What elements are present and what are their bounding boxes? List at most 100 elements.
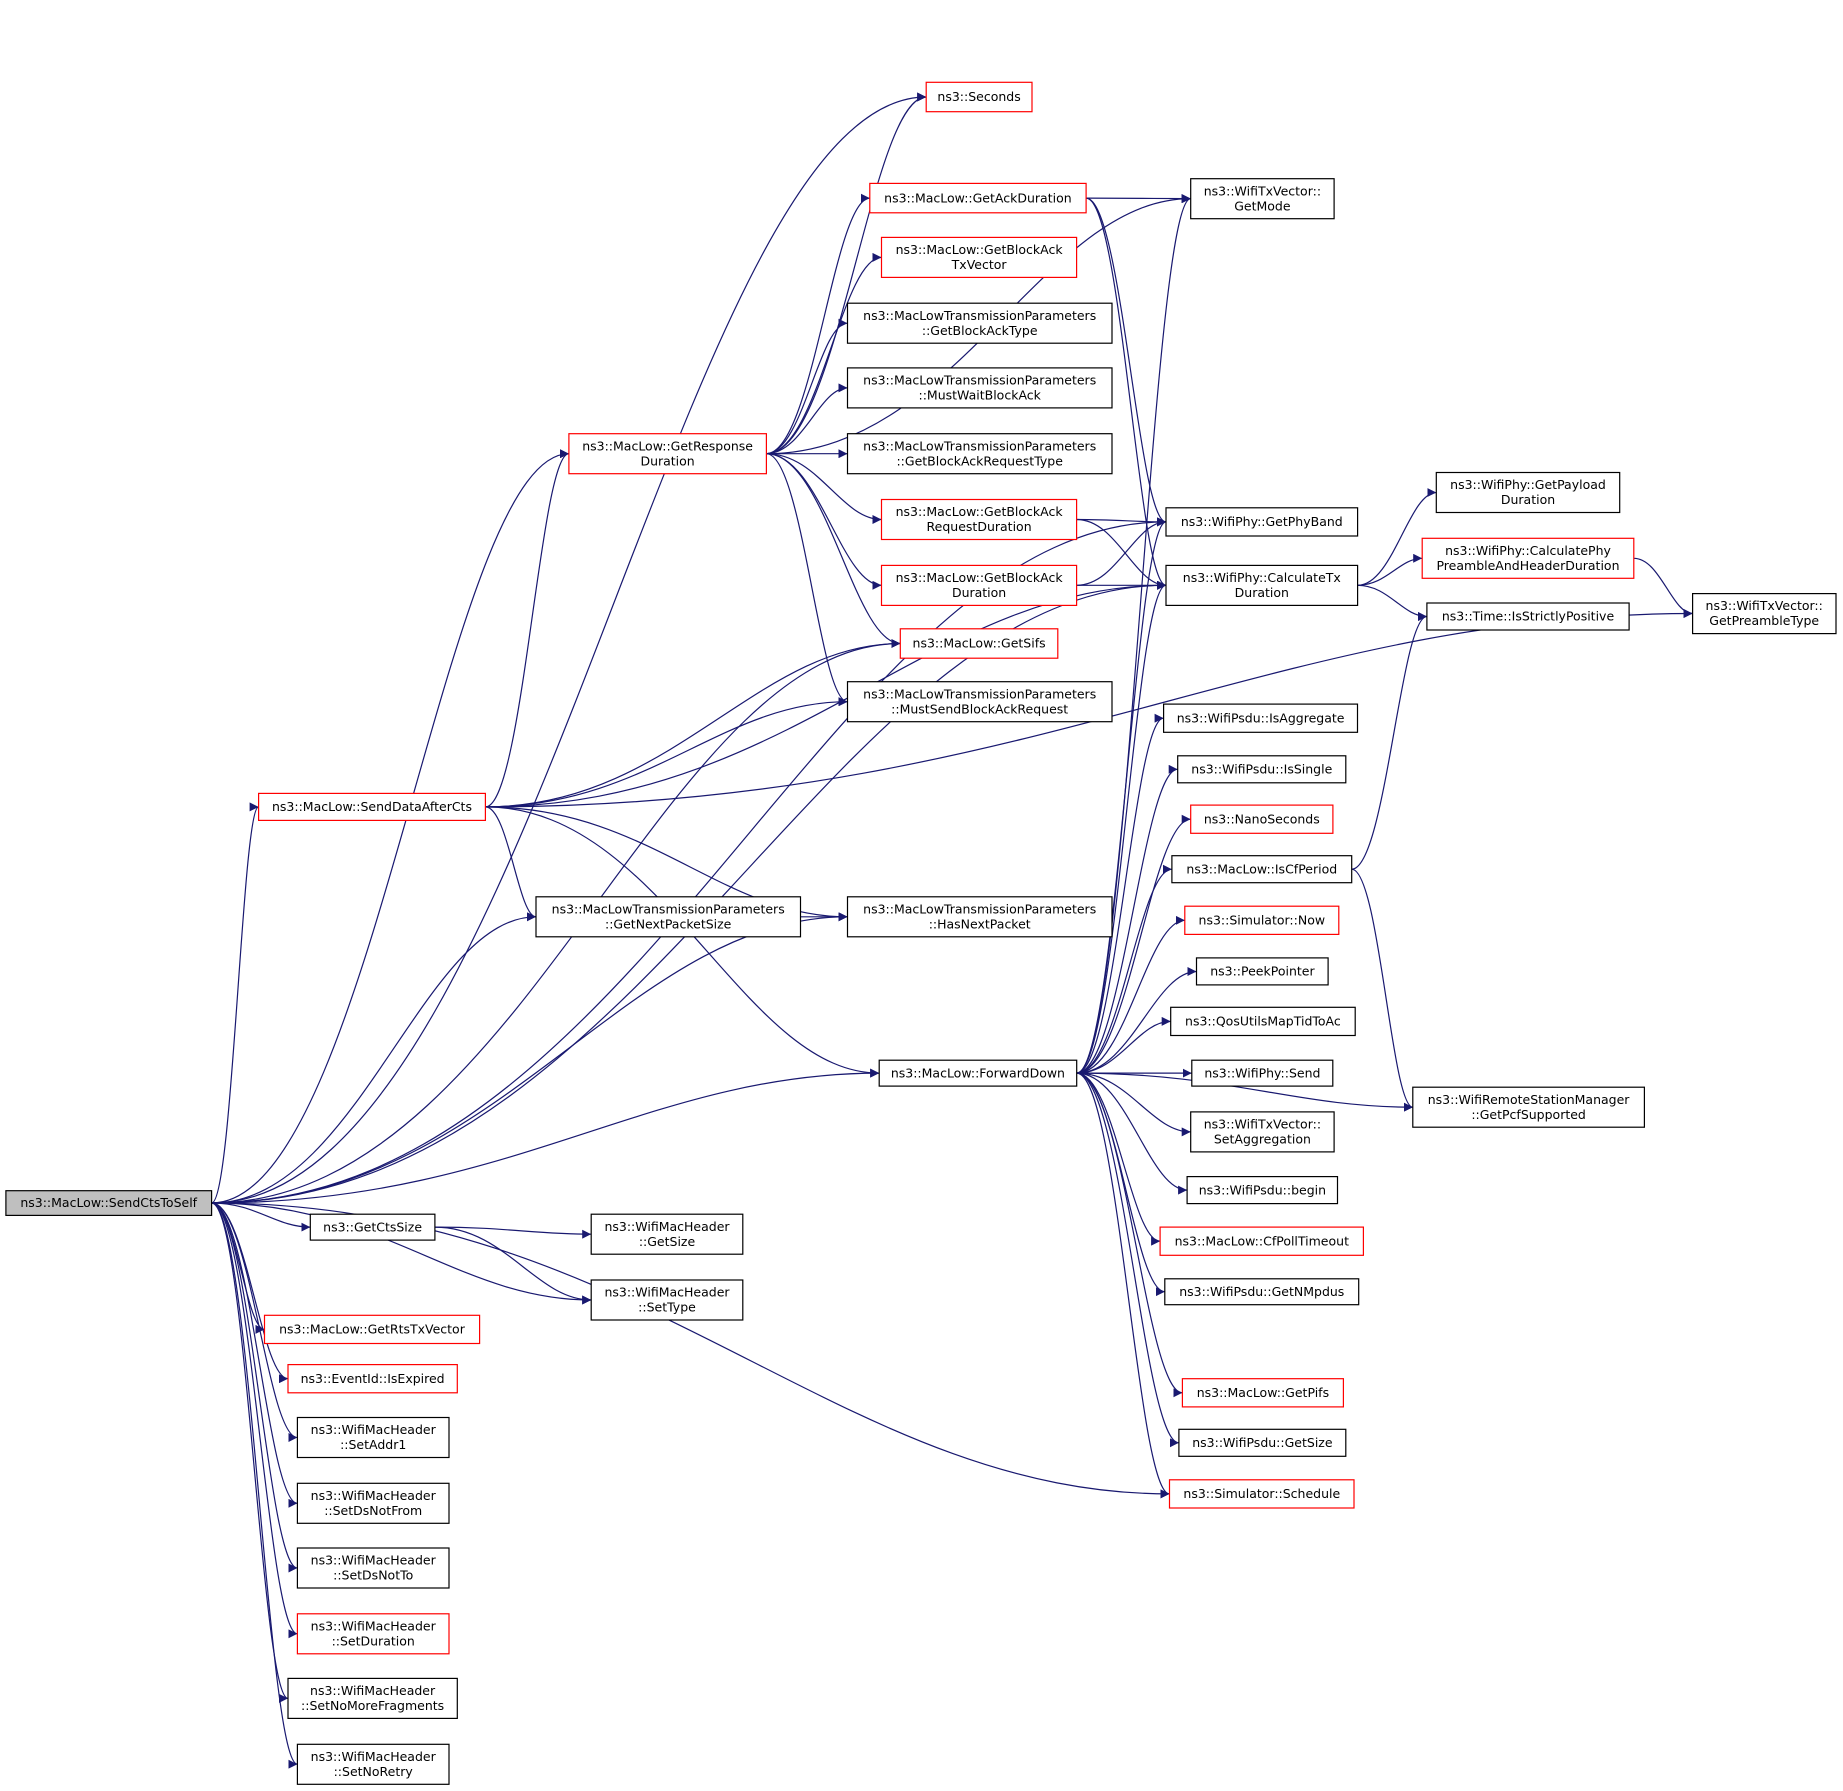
- node-label: ns3::MacLow::GetResponse: [582, 438, 753, 453]
- node-label: ::SetAddr1: [340, 1437, 406, 1452]
- graph-node-getsifs[interactable]: ns3::MacLow::GetSifs: [899, 628, 1059, 659]
- graph-node-psdu_getsize[interactable]: ns3::WifiPsdu::GetSize: [1178, 1428, 1347, 1457]
- graph-node-getpcfsupported[interactable]: ns3::WifiRemoteStationManager::GetPcfSup…: [1412, 1086, 1646, 1128]
- node-label: TxVector: [951, 257, 1008, 272]
- call-edge-calctxdur-to-isstrictlypos: [1357, 584, 1427, 621]
- graph-node-psdu_isagg[interactable]: ns3::WifiPsdu::IsAggregate: [1162, 703, 1359, 733]
- node-box: [1421, 537, 1635, 579]
- graph-node-getphyband[interactable]: ns3::WifiPhy::GetPhyBand: [1165, 507, 1359, 537]
- node-label: ns3::WifiTxVector::: [1706, 598, 1823, 613]
- call-edge-forwarddown-to-calctxdur: [1076, 580, 1167, 1074]
- node-label: ns3::Simulator::Now: [1199, 913, 1326, 928]
- graph-node-hdr_setdsnotfrom[interactable]: ns3::WifiMacHeader::SetDsNotFrom: [296, 1482, 450, 1524]
- node-label: ns3::WifiPhy::GetPayload: [1450, 477, 1606, 492]
- node-box: [1159, 1226, 1364, 1256]
- graph-node-psdu_getnmpdus[interactable]: ns3::WifiPsdu::GetNMpdus: [1164, 1278, 1360, 1306]
- call-edge-getrespdur-to-getsifs: [766, 453, 901, 648]
- graph-node-txvec_getmode[interactable]: ns3::WifiTxVector::GetMode: [1190, 178, 1335, 220]
- node-box: [1181, 1378, 1345, 1408]
- graph-node-mltp_getnextsize[interactable]: ns3::MacLowTransmissionParameters::GetNe…: [535, 896, 802, 938]
- graph-node-isstrictlypos[interactable]: ns3::Time::IsStrictlyPositive: [1426, 602, 1630, 631]
- graph-node-senddataaftercts[interactable]: ns3::MacLow::SendDataAfterCts: [258, 792, 487, 822]
- call-edge-getackdur-to-getphyband: [1085, 197, 1167, 527]
- node-box: [925, 81, 1033, 113]
- node-label: ns3::Simulator::Schedule: [1183, 1486, 1340, 1501]
- node-box: [590, 1213, 744, 1255]
- graph-node-mltp_hasnext[interactable]: ns3::MacLowTransmissionParameters::HasNe…: [846, 896, 1113, 938]
- graph-node-mltp_getbatype[interactable]: ns3::MacLowTransmissionParameters::GetBl…: [846, 302, 1113, 344]
- graph-node-txvec_setagg[interactable]: ns3::WifiTxVector::SetAggregation: [1190, 1111, 1335, 1153]
- graph-node-mltp_getbareqtype[interactable]: ns3::MacLowTransmissionParameters::GetBl…: [846, 433, 1113, 475]
- graph-node-seconds[interactable]: ns3::Seconds: [925, 81, 1033, 113]
- node-box: [880, 236, 1078, 278]
- call-edge-root-to-getphyband: [211, 517, 1167, 1204]
- call-edge-iscfperiod-to-getpcfsupported: [1351, 868, 1414, 1112]
- call-edge-forwarddown-to-psdu_issingle: [1076, 764, 1178, 1074]
- node-label: ::SetDsNotTo: [333, 1568, 413, 1583]
- graph-node-forwarddown[interactable]: ns3::MacLow::ForwardDown: [878, 1059, 1078, 1087]
- node-label: ::GetNextPacketSize: [605, 917, 732, 932]
- node-box: [846, 681, 1113, 723]
- graph-node-hdr_setduration[interactable]: ns3::WifiMacHeader::SetDuration: [296, 1613, 450, 1655]
- graph-node-hdr_setaddr1[interactable]: ns3::WifiMacHeader::SetAddr1: [296, 1416, 450, 1459]
- node-box: [287, 1363, 458, 1394]
- node-label: GetPreambleType: [1709, 613, 1819, 628]
- node-label: ns3::WifiMacHeader: [604, 1219, 730, 1234]
- graph-node-cfpolltimeout[interactable]: ns3::MacLow::CfPollTimeout: [1159, 1226, 1364, 1256]
- node-box: [296, 1613, 450, 1655]
- graph-node-simschedule[interactable]: ns3::Simulator::Schedule: [1168, 1479, 1355, 1509]
- graph-node-simnow[interactable]: ns3::Simulator::Now: [1184, 905, 1340, 936]
- graph-node-hdr_setdsnotto[interactable]: ns3::WifiMacHeader::SetDsNotTo: [296, 1547, 450, 1589]
- graph-node-hdr_settype[interactable]: ns3::WifiMacHeader::SetType: [590, 1279, 744, 1321]
- graph-node-psdu_issingle[interactable]: ns3::WifiPsdu::IsSingle: [1177, 755, 1347, 784]
- node-label: ns3::MacLow::ForwardDown: [891, 1065, 1065, 1080]
- graph-node-calcphypre[interactable]: ns3::WifiPhy::CalculatePhyPreambleAndHea…: [1421, 537, 1635, 579]
- node-box: [846, 367, 1113, 409]
- node-label: SetAggregation: [1214, 1132, 1311, 1147]
- graph-node-qosmaptid[interactable]: ns3::QosUtilsMapTidToAc: [1170, 1006, 1356, 1037]
- graph-node-iscfperiod[interactable]: ns3::MacLow::IsCfPeriod: [1171, 855, 1353, 884]
- call-edge-forwarddown-to-psdu_getsize: [1076, 1072, 1180, 1448]
- graph-node-phy_send[interactable]: ns3::WifiPhy::Send: [1191, 1059, 1334, 1087]
- graph-node-eventid_isexpired[interactable]: ns3::EventId::IsExpired: [287, 1363, 458, 1394]
- call-edge-getackdur-to-txvec_getmode: [1086, 194, 1191, 204]
- node-label: ns3::WifiMacHeader: [604, 1285, 730, 1300]
- call-edge-calctxdur-to-calcphypre: [1357, 553, 1423, 586]
- graph-node-hdr_setnomorefrag[interactable]: ns3::WifiMacHeader::SetNoMoreFragments: [287, 1677, 458, 1720]
- call-edge-forwarddown-to-getpifs: [1076, 1072, 1183, 1398]
- node-box: [1435, 471, 1621, 514]
- node-label: ns3::WifiRemoteStationManager: [1428, 1092, 1631, 1107]
- node-label: ns3::WifiMacHeader: [311, 1488, 437, 1503]
- call-edge-forwarddown-to-simschedule: [1076, 1072, 1170, 1499]
- graph-node-nanoseconds[interactable]: ns3::NanoSeconds: [1190, 804, 1334, 834]
- graph-node-hdr_setnoretry[interactable]: ns3::WifiMacHeader::SetNoRetry: [296, 1743, 450, 1785]
- node-label: ns3::WifiPsdu::begin: [1199, 1182, 1326, 1197]
- graph-node-peekpointer[interactable]: ns3::PeekPointer: [1195, 957, 1329, 986]
- node-label: ns3::MacLow::GetBlockAck: [896, 570, 1064, 585]
- graph-node-getpreambletype[interactable]: ns3::WifiTxVector::GetPreambleType: [1691, 592, 1837, 635]
- graph-node-hdr_getsize[interactable]: ns3::WifiMacHeader::GetSize: [590, 1213, 744, 1255]
- node-label: ns3::MacLow::SendCtsToSelf: [20, 1195, 197, 1210]
- node-label: ns3::Time::IsStrictlyPositive: [1442, 609, 1615, 624]
- node-box: [258, 792, 487, 822]
- node-label: ns3::MacLowTransmissionParameters: [863, 438, 1096, 453]
- node-label: ns3::Seconds: [937, 89, 1020, 104]
- node-label: ns3::MacLowTransmissionParameters: [863, 308, 1096, 323]
- node-box: [1190, 1111, 1335, 1153]
- graph-node-mltp_mustwait[interactable]: ns3::MacLowTransmissionParameters::MustW…: [846, 367, 1113, 409]
- node-box: [1190, 178, 1335, 220]
- graph-node-getrtstxvec[interactable]: ns3::MacLow::GetRtsTxVector: [263, 1314, 481, 1345]
- graph-node-psdu_begin[interactable]: ns3::WifiPsdu::begin: [1186, 1175, 1339, 1205]
- graph-node-getackdur[interactable]: ns3::MacLow::GetAckDuration: [869, 182, 1087, 214]
- node-box: [846, 302, 1113, 344]
- graph-node-mltp_mustsendbar[interactable]: ns3::MacLowTransmissionParameters::MustS…: [846, 681, 1113, 723]
- graph-node-getpifs[interactable]: ns3::MacLow::GetPifs: [1181, 1378, 1345, 1408]
- graph-node-getctssize[interactable]: ns3::GetCtsSize: [309, 1213, 436, 1241]
